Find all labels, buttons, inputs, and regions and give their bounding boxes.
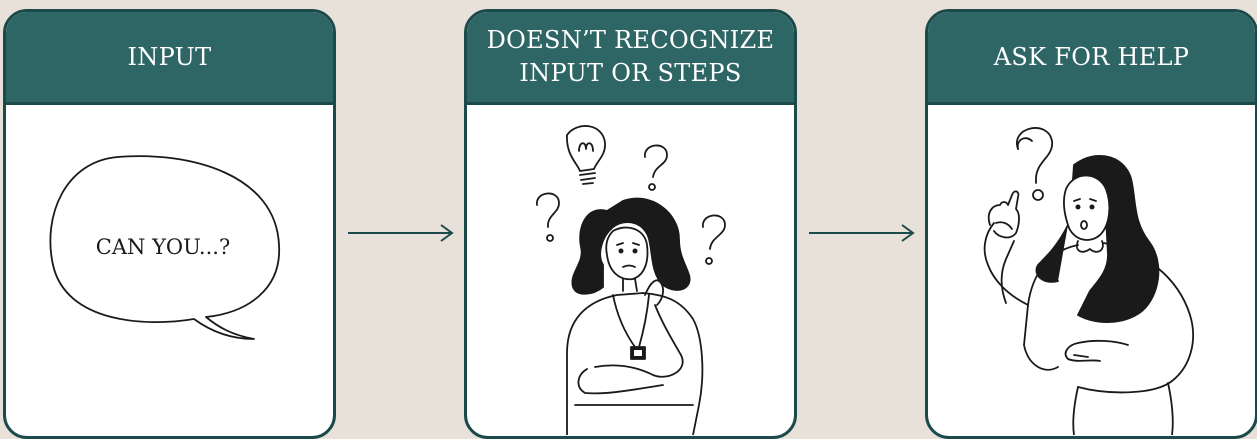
step-body: CAN YOU...? xyxy=(6,105,333,435)
step-header: ASK FOR HELP xyxy=(928,12,1255,105)
speech-bubble-icon: CAN YOU...? xyxy=(6,105,333,435)
person-asking-icon xyxy=(928,105,1255,435)
question-mark-icon xyxy=(703,215,725,264)
step-header-text: INPUT xyxy=(128,41,212,74)
arrow-right-icon xyxy=(808,222,916,244)
confused-person-icon xyxy=(467,105,794,435)
arrow-right-icon xyxy=(347,222,455,244)
step-header-line: INPUT OR STEPS xyxy=(487,57,775,90)
step-card-ask-for-help: ASK FOR HELP xyxy=(925,9,1257,439)
step-header-text: ASK FOR HELP xyxy=(994,41,1190,74)
question-mark-icon xyxy=(645,145,667,190)
question-mark-icon xyxy=(537,193,559,241)
step-body xyxy=(928,105,1255,435)
step-header-line: DOESN’T RECOGNIZE xyxy=(487,24,775,57)
step-header: INPUT xyxy=(6,12,333,105)
bubble-text: CAN YOU...? xyxy=(96,235,230,259)
step-card-doesnt-recognize: DOESN’T RECOGNIZE INPUT OR STEPS xyxy=(464,9,797,439)
lightbulb-icon xyxy=(567,126,605,184)
step-header: DOESN’T RECOGNIZE INPUT OR STEPS xyxy=(467,12,794,105)
question-mark-icon xyxy=(1017,128,1052,200)
step-body xyxy=(467,105,794,435)
step-card-input: INPUT CAN YOU...? xyxy=(3,9,336,439)
